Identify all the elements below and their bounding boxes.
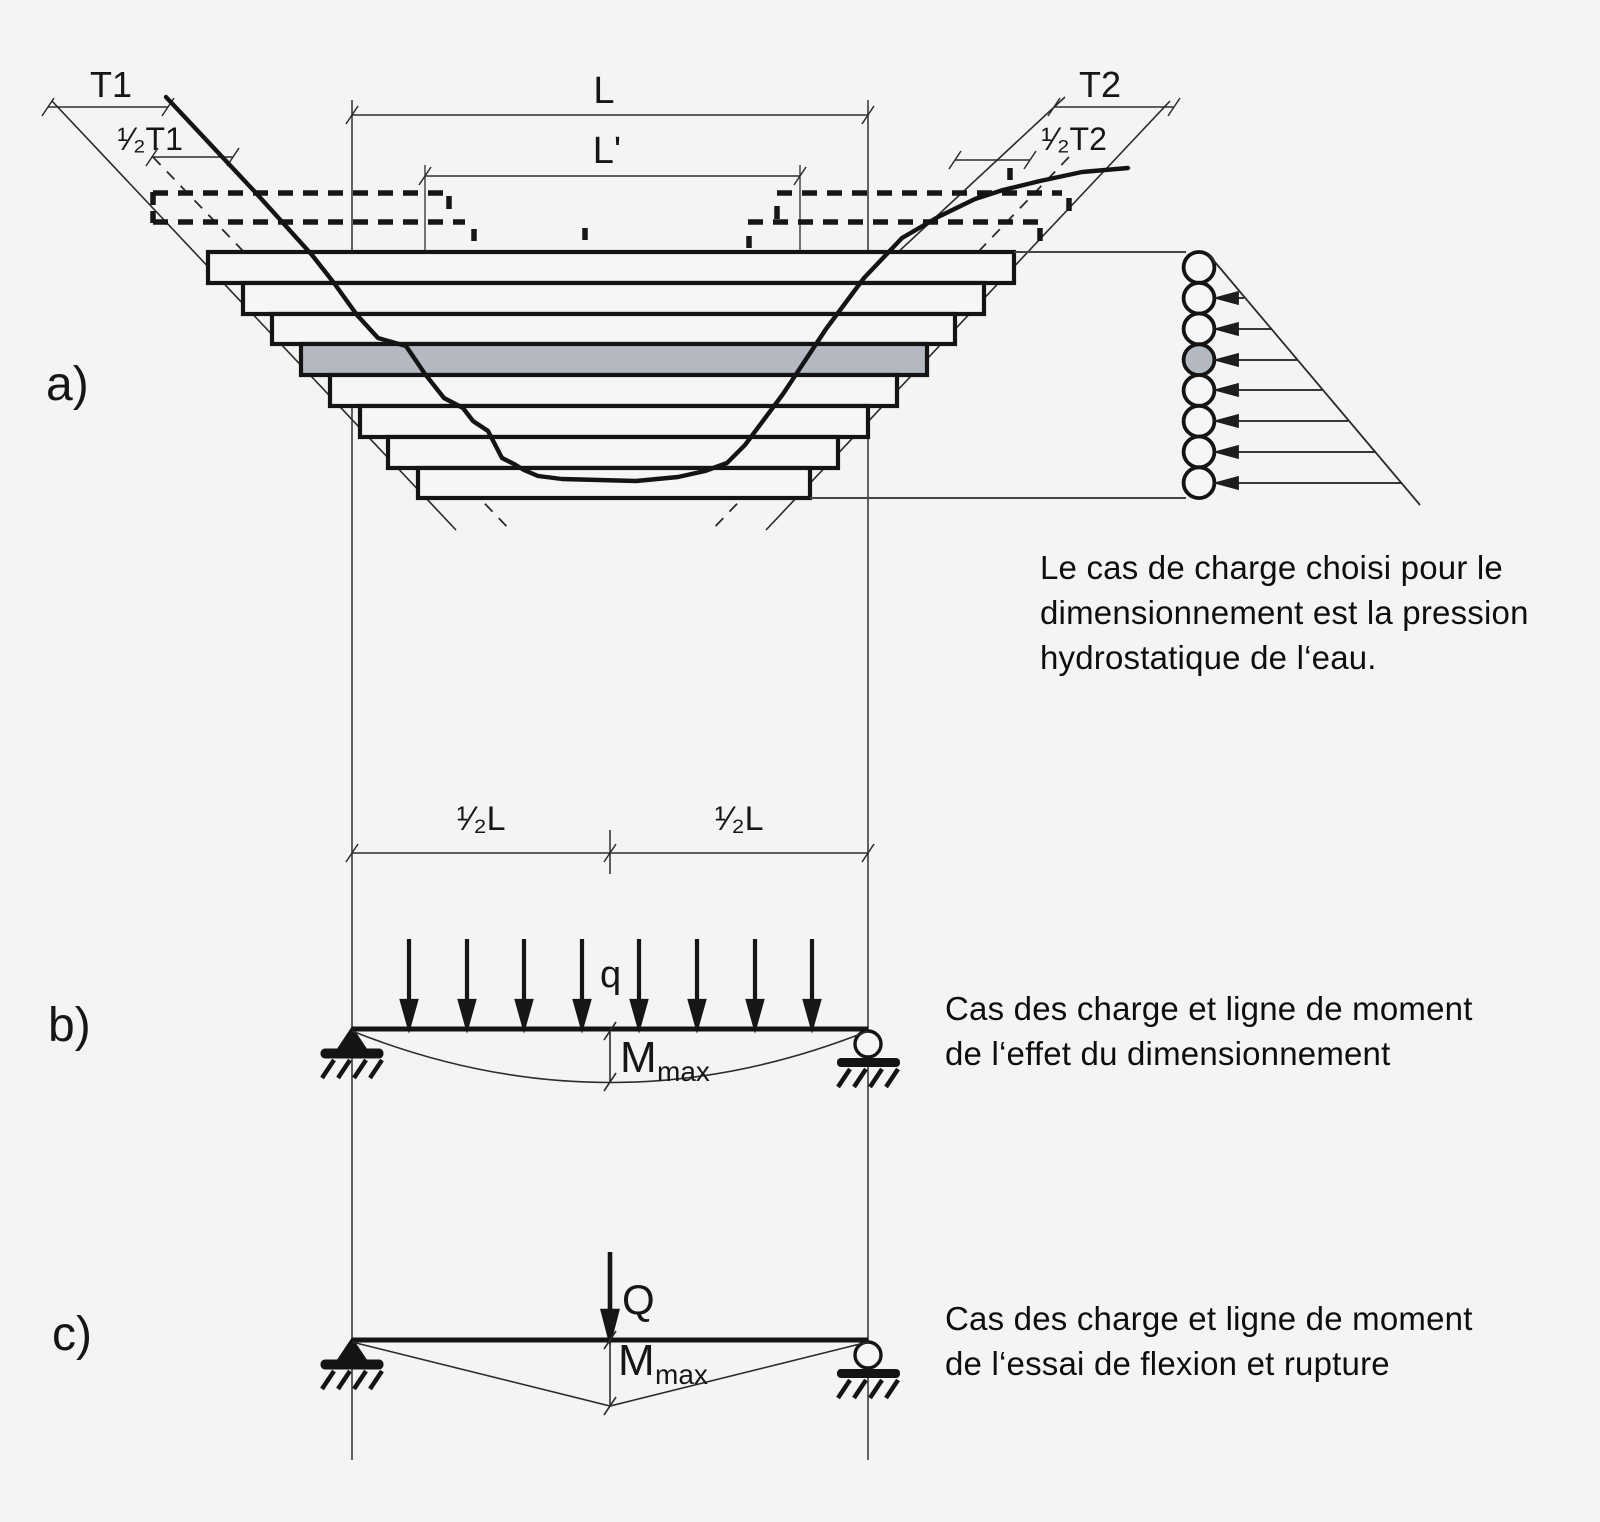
cross-section-7 [1181,434,1217,470]
section-b-label: b) [48,999,91,1052]
point-load-arrow [600,1252,620,1348]
cross-section-8 [1181,465,1217,501]
load-arrow [745,939,765,1034]
cross-section-connector-lines [810,251,1186,499]
caption-b-line1: Cas des charge et ligne de moment [945,990,1473,1027]
stoplog-cross-sections [1181,250,1217,501]
stoplog-beam-7 [385,434,841,471]
moment-max-symbol-c: M [618,1336,655,1385]
load-arrow [802,939,822,1034]
hydrostatic-pressure-triangle [1208,254,1421,506]
load-arrow [687,939,707,1034]
pressure-arrow [1212,321,1271,337]
caption-a-line2: dimensionnement est la pression [1040,594,1529,631]
load-arrow [572,939,592,1034]
caption-section-c: Cas des charge et ligne de moment de l‘e… [945,1296,1473,1386]
distributed-load-label: q [600,954,621,996]
load-arrow [629,939,649,1034]
stoplog-beam-8 [415,465,813,501]
caption-c-line1: Cas des charge et ligne de moment [945,1300,1473,1337]
pressure-arrow [1212,290,1244,306]
dimension-T2-label: T2 [1079,64,1121,105]
section-c-label: c) [52,1308,92,1361]
dimension-L-prime [418,166,807,186]
selected-cross-section [1181,342,1217,378]
stoplog-beam-5 [327,372,900,409]
valley-terrain-profile [163,94,1131,484]
pressure-arrow [1212,413,1348,429]
moment-max-subscript-b: max [657,1056,710,1087]
moment-max-subscript-c: max [655,1359,708,1390]
dimension-half-T2-label: ¹⁄₂T2 [1041,121,1107,157]
pressure-arrow [1212,444,1375,460]
cross-section-2 [1181,280,1217,316]
caption-a-line1: Le cas de charge choisi pour le [1040,549,1503,586]
cross-section-6 [1181,403,1217,439]
caption-a-line3: hydrostatique de l‘eau. [1040,639,1377,676]
dimension-half-L [345,830,875,874]
roller-support-c [836,1340,900,1400]
load-arrow [514,939,534,1034]
dimension-L-prime-label: L' [593,130,621,172]
raised-stoplog-dashed-outline [153,190,1062,225]
dimension-L-label: L [593,70,614,112]
distributed-load-arrows [399,939,822,1034]
moment-diagram-c [351,1330,869,1416]
pressure-arrow [1212,352,1297,368]
caption-section-a: Le cas de charge choisi pour le dimensio… [1040,545,1529,680]
stoplog-beam-3 [269,311,958,347]
cross-section-5 [1181,373,1217,408]
moment-diagram-b [351,1021,869,1092]
caption-c-line2: de l‘essai de flexion et rupture [945,1345,1390,1382]
roller-support-b [836,1029,900,1089]
dimension-half-T2 [948,150,1037,170]
raised-stoplog-dashed-caps [150,168,1072,248]
dimension-half-L-left-label: ¹⁄₂L [456,800,505,838]
caption-b-line2: de l‘effet du dimensionnement [945,1035,1391,1072]
moment-max-symbol-b: M [620,1033,657,1082]
cross-section-3 [1181,311,1217,347]
dimension-L [345,105,875,125]
load-arrow [399,939,419,1034]
dimension-half-T1-label: ¹⁄₂T1 [117,121,183,157]
stoplog-stack [205,249,1017,501]
stoplog-beam-2 [240,280,987,317]
pressure-arrow [1212,475,1401,491]
pressure-arrows [1212,290,1401,491]
stoplog-beam-6 [357,403,871,440]
caption-section-b: Cas des charge et ligne de moment de l‘e… [945,986,1473,1076]
dimension-T1-label: T1 [90,64,132,105]
pressure-arrow [1212,382,1322,398]
dimension-half-L-right-label: ¹⁄₂L [714,800,763,838]
pin-support-c [320,1337,384,1391]
load-arrow [457,939,477,1034]
point-load-label: Q [622,1276,655,1323]
selected-stoplog-beam [298,341,930,378]
pin-support-b [320,1026,384,1080]
section-a-label: a) [46,358,89,411]
